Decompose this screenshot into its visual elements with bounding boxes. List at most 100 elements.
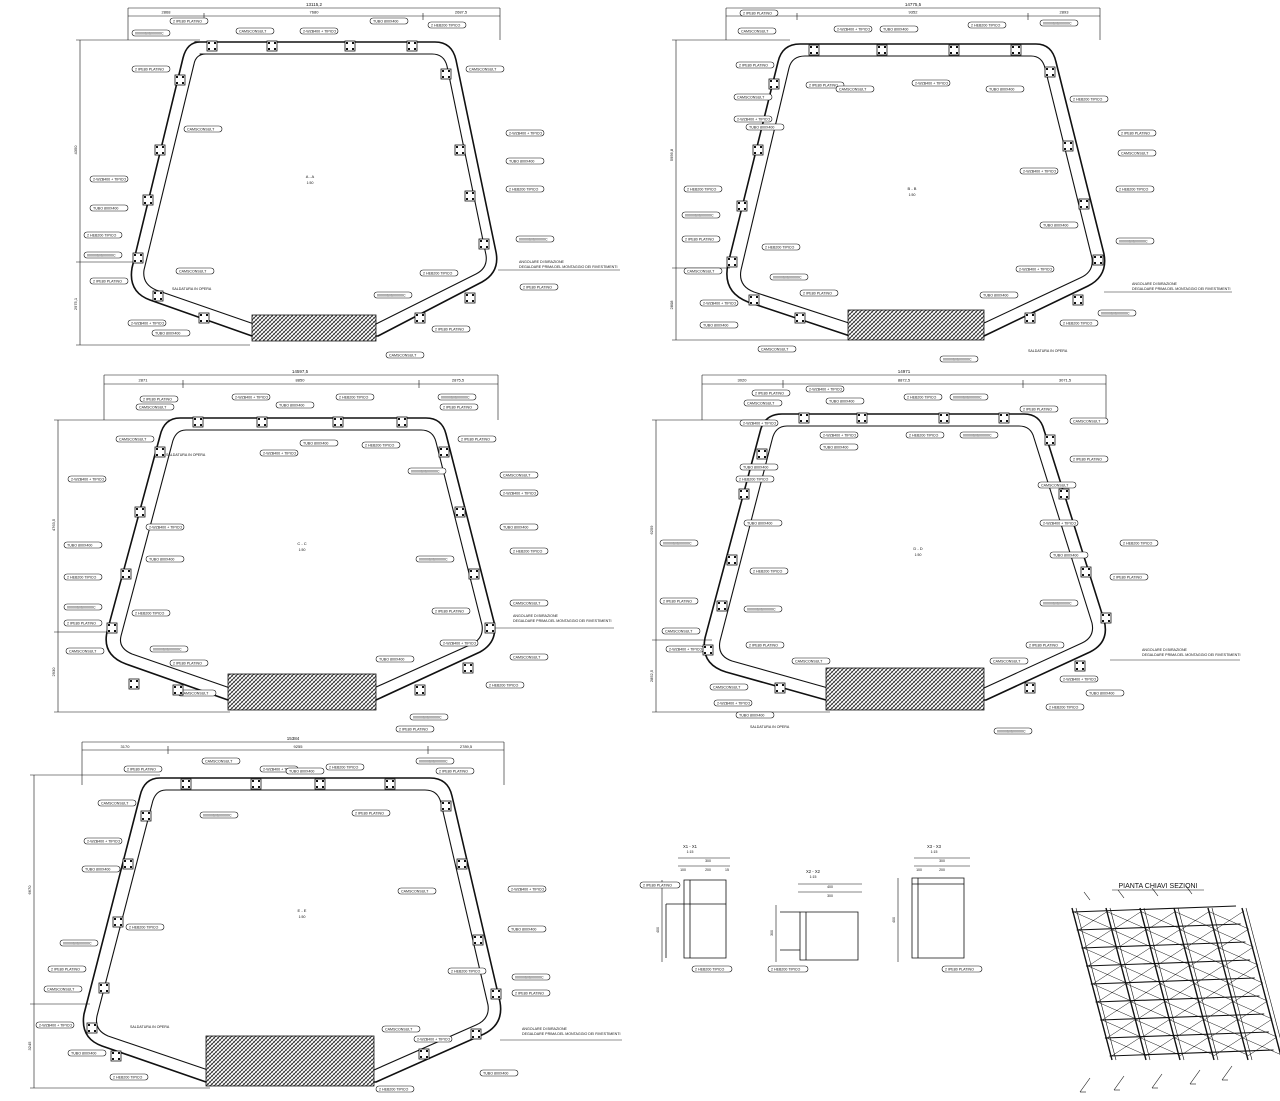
callout-tag: 2 IPE80 PLATINO (47, 965, 87, 973)
plan-c-dim-total: 14597,5 (292, 369, 309, 374)
callout-tag-text: CAMSCONSULT (687, 269, 715, 273)
plan-a-dim-1: 2868 (162, 10, 172, 15)
plan-a-dim-3: 2687,5 (455, 10, 468, 15)
callout-tag-text: TUBO 800X400 (743, 465, 768, 469)
callout-tag: CAMSCONSULT (683, 267, 723, 275)
callout-tag: CAMSCONSULT (201, 757, 241, 765)
plan-e-dim-2: 9255 (294, 744, 304, 749)
callout-tag: 2-WZB400 + TIPICO (145, 523, 185, 531)
plan-b-weld-note: SALDATURA IN OPERA (1028, 349, 1068, 353)
callout-tag: 0000060600000C (1097, 309, 1137, 317)
callout-tag: 2 HEB200 TIPICO (427, 21, 467, 29)
callout-tag-text: 2 IPE80 PLATINO (809, 83, 838, 87)
plan-c-dim-1: 2871 (139, 378, 149, 383)
callout-tag: CAMSCONSULT (509, 599, 549, 607)
section-x1-dim-top: 300 (705, 859, 711, 863)
callout-tag-text: TUBO 800X400 (373, 19, 398, 23)
callout-tag-text: 2-WZB400 + TIPICO (263, 451, 296, 455)
bolted-joint (384, 778, 396, 790)
callout-tag: 2 HEB200 TIPICO (375, 1085, 415, 1093)
callout-tag-text: TUBO 800X400 (983, 293, 1008, 297)
callout-tag: 2 HEB200 TIPICO (1059, 319, 1099, 327)
callout-tag: 2 IPE80 PLATINO (89, 277, 129, 285)
callout-tag: TUBO 800X400 (735, 711, 775, 719)
bolted-joint (478, 238, 490, 250)
callout-tag: 2 HEB200 TIPICO (1045, 703, 1085, 711)
callout-tag: 2 IPE80 PLATINO (169, 659, 209, 667)
callout-tag-text: 2-WZB400 + TIPICO (915, 81, 948, 85)
callout-tag-text: TUBO 800X400 (149, 557, 174, 561)
callout-tag: 2 IPE80 PLATINO (1025, 641, 1065, 649)
bolted-joint (128, 678, 140, 690)
callout-tag: CAMSCONSULT (183, 125, 223, 133)
callout-tag: 2 HEB200 TIPICO (125, 923, 165, 931)
callout-tag: 2-WZB400 + TIPICO (439, 639, 479, 647)
callout-tag-text: TUBO 800X400 (1089, 691, 1114, 695)
bolted-joint (1072, 294, 1084, 306)
callout-tag-text: CAMSCONSULT (239, 29, 267, 33)
callout-tag: 2 HEB200 TIPICO (1119, 539, 1159, 547)
callout-tag-text: 2 IPE80 PLATINO (1113, 575, 1142, 579)
callout-tag: CAMSCONSULT (709, 683, 749, 691)
callout-tag-text: 2-WZB400 + TIPICO (503, 491, 536, 495)
callout-tag-text: 2-WZB400 + TIPICO (93, 177, 126, 181)
bolted-joint (464, 292, 476, 304)
callout-tag-text: 0000060600000C (203, 813, 232, 817)
callout-tag-text: 2 HEB200 TIPICO (509, 187, 539, 191)
bolted-joint (484, 622, 496, 634)
callout-tag: TUBO 800X400 (67, 1049, 107, 1057)
callout-tag-text: TUBO 800X400 (483, 1071, 508, 1075)
bolted-joint (464, 190, 476, 202)
callout-tag-text: CAMSCONSULT (1073, 419, 1101, 423)
callout-tag-text: CAMSCONSULT (503, 473, 531, 477)
plan-a-scale: 1:50 (307, 181, 314, 185)
callout-tag-text: 2 HEB200 TIPICO (129, 925, 159, 929)
callout-tag: 2 IPE80 PLATINO (659, 597, 699, 605)
callout-tag-text: 2 IPE80 PLATINO (173, 19, 202, 23)
callout-tag-text: 0000060600000C (1043, 21, 1072, 25)
callout-tag: 2 IPE80 PLATINO (799, 289, 839, 297)
bolted-joint (314, 778, 326, 790)
callout-tag-text: TUBO 800X400 (509, 159, 534, 163)
callout-tag-text: 2 IPE80 PLATINO (443, 405, 472, 409)
section-x3-dim-side: 400 (892, 917, 896, 923)
callout-tag: 0000060600000C (511, 973, 551, 981)
callout-tag: 2-WZB400 + TIPICO (1059, 675, 1099, 683)
bolted-joint (112, 916, 124, 928)
section-x2-dim-mid: 300 (827, 894, 833, 898)
plan-e-dim-left-1: 6670 (27, 885, 32, 895)
callout-tag-text: 2 IPE80 PLATINO (435, 327, 464, 331)
callout-tag-text: 2 HEB200 TIPICO (135, 611, 165, 615)
callout-tag: CAMSCONSULT (1117, 149, 1157, 157)
callout-tag: 2 HEB200 TIPICO (63, 573, 103, 581)
callout-tag: 2 IPE80 PLATINO (1117, 129, 1157, 137)
callout-tag: 2-WZB400 + TIPICO (819, 431, 859, 439)
callout-tag-text: CAMSCONSULT (737, 95, 765, 99)
section-x2-tag: 2 HEB200 TIPICO (767, 965, 809, 973)
callout-tag: CAMSCONSULT (97, 799, 137, 807)
callout-tag-text: 2 HEB200 TIPICO (909, 433, 939, 437)
callout-tag-text: 2 IPE80 PLATINO (685, 237, 714, 241)
callout-tag-text: 2-WZB400 + TIPICO (823, 433, 856, 437)
bolted-joint (140, 810, 152, 822)
callout-tag: 2 HEB200 TIPICO (735, 475, 775, 483)
bolted-joint (948, 44, 960, 56)
callout-tag-text: 2 IPE80 PLATINO (67, 621, 96, 625)
callout-tag-text: TUBO 800X400 (93, 206, 118, 210)
section-x3-label: X3 - X3 (927, 844, 942, 849)
callout-tag-text: CAMSCONSULT (179, 269, 207, 273)
bolted-joint (998, 412, 1010, 424)
callout-tag: 2 IPE80 PLATINO (63, 619, 103, 627)
bolted-joint (106, 622, 118, 634)
bolted-joint (122, 858, 134, 870)
callout-tag-text: 2-WZB400 + TIPICO (809, 387, 842, 391)
callout-tag: CAMSCONSULT (743, 399, 783, 407)
key-plan: PIANTA CHIAVI SEZIONI (1071, 883, 1280, 1093)
callout-tag-text: 2 IPE80 PLATINO (1073, 457, 1102, 461)
bolted-joint (154, 446, 166, 458)
callout-tag: 2-WZB400 + TIPICO (259, 449, 299, 457)
section-x2-scale: 1:15 (810, 875, 817, 879)
callout-tag-text: 2 IPE80 PLATINO (523, 285, 552, 289)
bolted-joint (938, 412, 950, 424)
callout-tag-text: 0000060600000C (963, 433, 992, 437)
